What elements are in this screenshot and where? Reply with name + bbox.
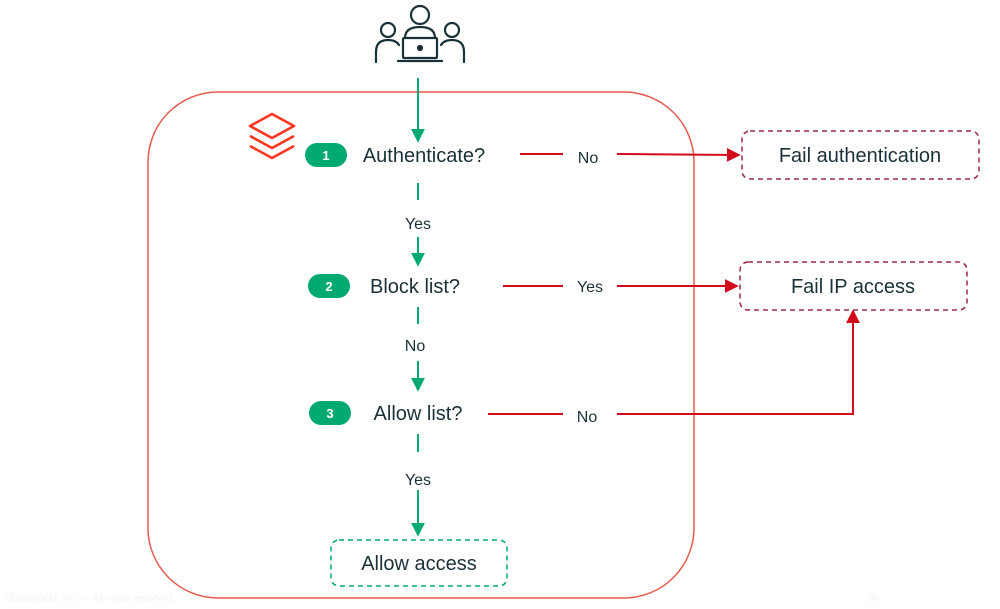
arrow-auth-no-right (616, 147, 741, 162)
fail-authentication-label: Fail authentication (779, 145, 941, 167)
fail-ip-access-label: Fail IP access (791, 276, 915, 298)
arrow-allow-no-right (617, 309, 860, 415)
step-question-3: Allow list? (374, 403, 463, 425)
footer-page-number: 00 (868, 593, 880, 604)
step-question-2: Block list? (370, 276, 460, 298)
edge-label-block-no: No (405, 338, 426, 355)
fail-ip-access-box (739, 261, 968, 311)
allow-access-label: Allow access (361, 553, 477, 575)
step-number-1: 1 (322, 148, 329, 163)
workspace-container (147, 91, 695, 599)
step-number-2: 2 (325, 279, 332, 294)
edge-label-block-yes: Yes (577, 279, 603, 296)
edge-label-allow-yes: Yes (405, 472, 431, 489)
step-number-3: 3 (326, 406, 333, 421)
footer-copyright: ©Databricks Inc. — All rights reserved (4, 593, 173, 604)
allow-access-box (330, 539, 508, 587)
step-badge-3 (309, 401, 351, 425)
edge-label-auth-yes: Yes (405, 216, 431, 233)
databricks-logo-icon (248, 112, 296, 160)
users-laptop-icon (374, 4, 466, 64)
fail-authentication-box (741, 130, 980, 180)
edge-label-allow-no: No (577, 409, 598, 426)
step-question-1: Authenticate? (363, 145, 485, 167)
step-badge-1 (305, 143, 347, 167)
step-badge-2 (308, 274, 350, 298)
edge-label-auth-no: No (578, 150, 599, 167)
